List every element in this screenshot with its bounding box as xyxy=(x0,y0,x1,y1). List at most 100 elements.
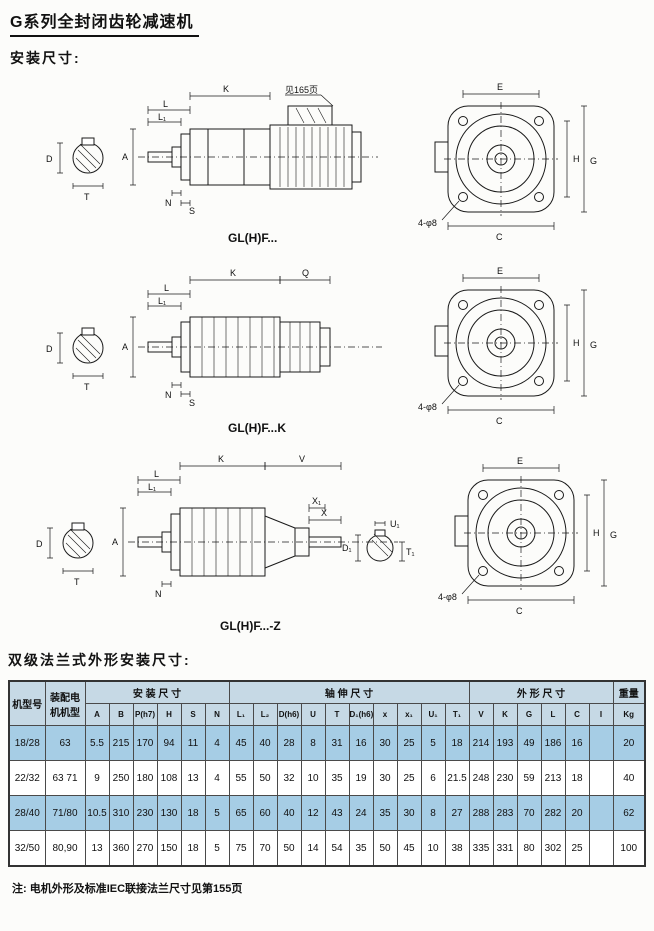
drawing-glhf: D T K 见165页 L L₁ A N S GL(H)F... xyxy=(30,80,620,257)
drawing-glhf-z: D T K V X X₁ L L₁ A N GL(H)F...-Z xyxy=(20,448,630,643)
table-cell: 20 xyxy=(564,795,590,831)
table-cell: 21.5 xyxy=(444,760,470,796)
table-cell: 27 xyxy=(444,795,470,831)
dim-label-H: H xyxy=(593,528,600,538)
col-header: T xyxy=(324,703,350,726)
dim-label-C: C xyxy=(496,232,503,242)
side-view: K V X X₁ L L₁ A N GL(H)F...-Z xyxy=(112,454,398,633)
table-cell: 18 xyxy=(564,760,590,796)
table-cell: 65 xyxy=(228,795,254,831)
table-cell: 335 xyxy=(468,830,494,867)
col-header: S xyxy=(180,703,206,726)
table-cell: 108 xyxy=(156,760,182,796)
table-cell: 5.5 xyxy=(84,725,110,761)
table-cell: 94 xyxy=(156,725,182,761)
drawing-glhf-k-svg: D T K Q L L₁ A N S GL(H)F...K xyxy=(46,266,597,435)
dim-label-S: S xyxy=(189,206,195,216)
table-cell: 71/80 xyxy=(44,795,86,831)
group-header-install: 安 装 尺 寸 xyxy=(84,680,230,704)
col-header-model: 机型号 xyxy=(8,680,46,726)
table-cell: 4 xyxy=(204,725,230,761)
table-cell: 8 xyxy=(420,795,446,831)
table-cell: 49 xyxy=(516,725,542,761)
page-reference-label: 见165页 xyxy=(285,85,318,95)
dim-label-G: G xyxy=(610,530,617,540)
table-cell: 55 xyxy=(228,760,254,796)
table-cell: 9 xyxy=(84,760,110,796)
table-cell: 5 xyxy=(420,725,446,761)
table-cell: 10.5 xyxy=(84,795,110,831)
table-cell: 193 xyxy=(492,725,518,761)
table-cell xyxy=(588,830,614,867)
table-cell: 60 xyxy=(252,795,278,831)
table-cell: 35 xyxy=(348,830,374,867)
shaft-section-detail: D T xyxy=(46,137,104,202)
dim-label-L: L xyxy=(164,283,169,293)
table-cell: 5 xyxy=(204,830,230,867)
col-header-motor: 装配电机机型 xyxy=(44,680,86,726)
dim-label-K: K xyxy=(223,84,229,94)
drawing-glhf-svg: D T K 见165页 L L₁ A N S GL(H)F... xyxy=(46,82,597,245)
table-cell: 50 xyxy=(276,830,302,867)
dim-label-T: T xyxy=(84,382,90,392)
col-header: K xyxy=(492,703,518,726)
dim-label-D: D xyxy=(46,154,53,164)
col-header: A xyxy=(84,703,110,726)
table-cell: 18 xyxy=(180,795,206,831)
table-cell: 20 xyxy=(612,725,646,761)
dim-label-E: E xyxy=(497,82,503,92)
table-cell xyxy=(588,760,614,796)
shaft-section-detail: D T xyxy=(46,327,104,392)
table-cell: 28/40 xyxy=(8,795,46,831)
dim-label-Q: Q xyxy=(302,268,309,278)
drawing-glhf-z-svg: D T K V X X₁ L L₁ A N GL(H)F...-Z xyxy=(36,454,617,633)
table-cell: 40 xyxy=(252,725,278,761)
dim-label-D1: D₁ xyxy=(342,543,352,553)
col-header: x xyxy=(372,703,398,726)
dim-label-D: D xyxy=(36,539,43,549)
bolt-holes-label: 4-φ8 xyxy=(418,402,437,412)
col-header: D₁(h6) xyxy=(348,703,374,726)
flange-dimensions-heading: 双级法兰式外形安装尺寸: xyxy=(8,652,191,668)
table-cell: 14 xyxy=(300,830,326,867)
table-cell: 80 xyxy=(516,830,542,867)
col-header: U₁ xyxy=(420,703,446,726)
table-cell: 213 xyxy=(540,760,566,796)
table-cell: 40 xyxy=(612,760,646,796)
dim-label-L1: L₁ xyxy=(158,112,166,122)
table-cell: 30 xyxy=(372,760,398,796)
table-cell: 230 xyxy=(132,795,158,831)
table-cell: 62 xyxy=(612,795,646,831)
table-cell: 38 xyxy=(444,830,470,867)
col-header: P(h7) xyxy=(132,703,158,726)
group-header-weight: 重量 xyxy=(612,680,646,704)
table-cell: 150 xyxy=(156,830,182,867)
install-dimensions-heading: 安装尺寸: xyxy=(10,50,81,66)
table-cell: 10 xyxy=(420,830,446,867)
col-header: T₁ xyxy=(444,703,470,726)
dim-label-H: H xyxy=(573,338,580,348)
table-cell: 80,90 xyxy=(44,830,86,867)
table-cell: 5 xyxy=(204,795,230,831)
table-cell: 75 xyxy=(228,830,254,867)
dimensions-table: 机型号 装配电机机型 安 装 尺 寸 轴 伸 尺 寸 外 形 尺 寸 重量 A … xyxy=(8,680,646,867)
front-view: E H G C 4-φ8 xyxy=(438,456,617,616)
table-cell: 16 xyxy=(564,725,590,761)
table-cell: 250 xyxy=(108,760,134,796)
table-cell: 170 xyxy=(132,725,158,761)
col-header: L₂ xyxy=(252,703,278,726)
dim-label-K: K xyxy=(218,454,224,464)
dim-label-A: A xyxy=(122,152,128,162)
table-cell: 18 xyxy=(180,830,206,867)
table-cell: 18 xyxy=(444,725,470,761)
col-header: G xyxy=(516,703,542,726)
table-cell: 50 xyxy=(252,760,278,796)
dim-label-N: N xyxy=(165,198,172,208)
table-cell: 40 xyxy=(276,795,302,831)
col-header: C xyxy=(564,703,590,726)
table-cell: 302 xyxy=(540,830,566,867)
col-header: V xyxy=(468,703,494,726)
col-header: D(h6) xyxy=(276,703,302,726)
drawing-glhf-k: D T K Q L L₁ A N S GL(H)F...K xyxy=(30,260,620,447)
